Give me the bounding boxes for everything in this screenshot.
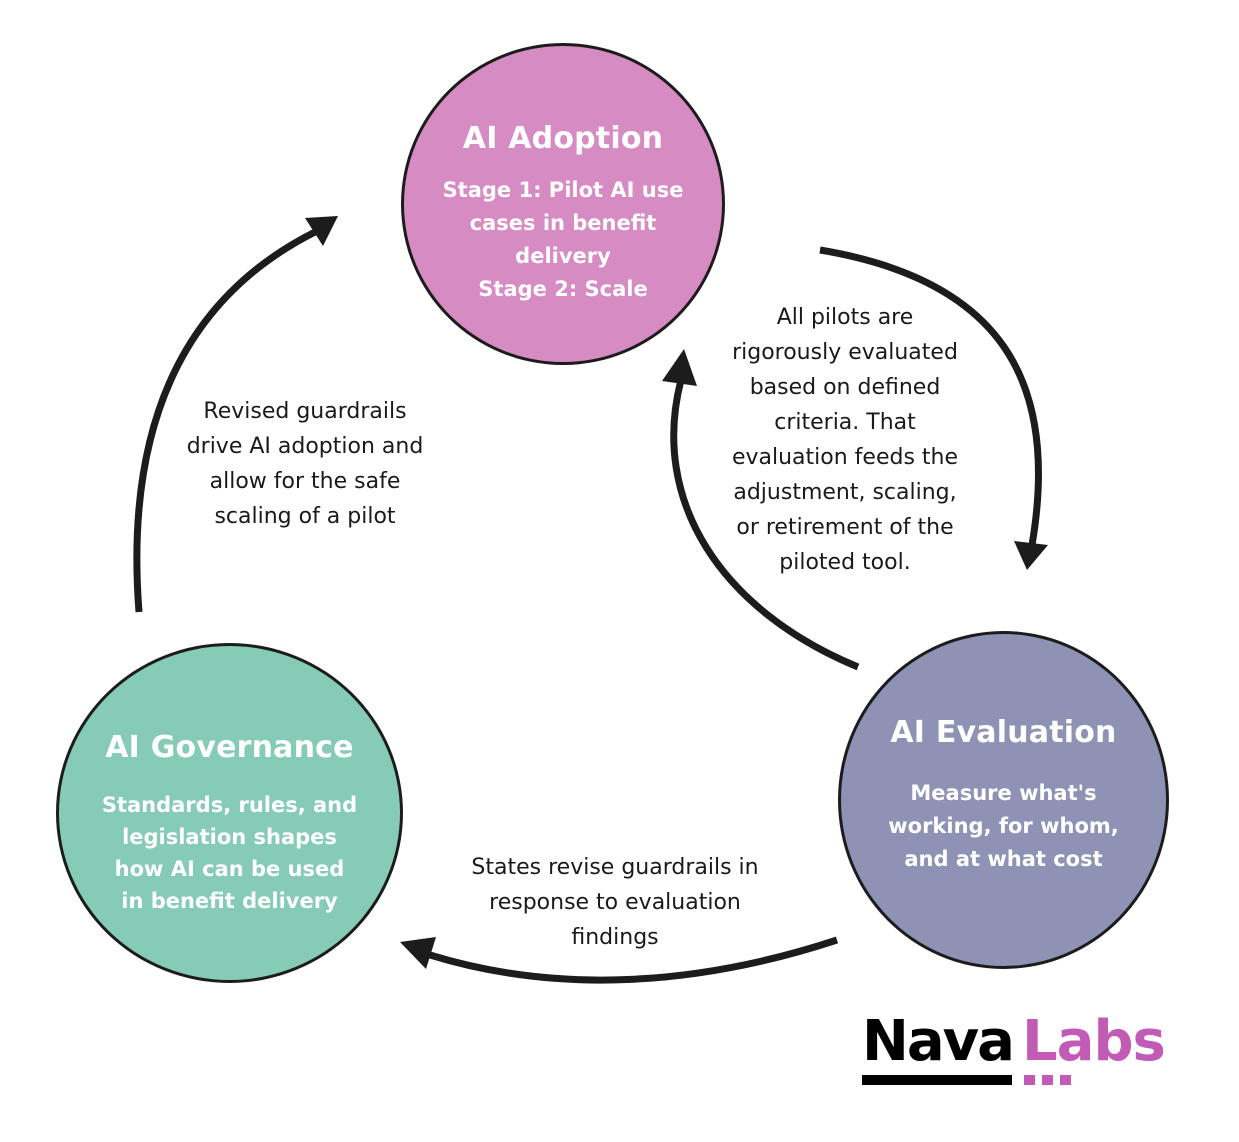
arrowhead-evaluation-to-governance bbox=[400, 937, 436, 969]
logo-word-nava: Nava bbox=[862, 1009, 1015, 1074]
ai-adoption-node: AI Adoption Stage 1: Pilot AI use cases … bbox=[401, 43, 725, 365]
arrow-evaluation-to-governance bbox=[428, 936, 839, 984]
arrow-adoption-to-evaluation bbox=[819, 246, 1042, 546]
logo-underline-bar bbox=[862, 1075, 1012, 1085]
logo-dot bbox=[1024, 1075, 1035, 1085]
arrow-governance-to-adoption bbox=[133, 228, 317, 613]
caption-governance-to-adoption: Revised guardrails drive AI adoption and… bbox=[186, 399, 424, 529]
arrow-evaluation-to-adoption bbox=[670, 379, 860, 671]
ai-adoption-description: Stage 1: Pilot AI use cases in benefit d… bbox=[442, 178, 684, 301]
logo-dot bbox=[1060, 1075, 1071, 1085]
arrowhead-evaluation-to-adoption bbox=[662, 349, 697, 386]
nava-labs-logo: Nava Labs bbox=[862, 1010, 1182, 1090]
ai-governance-description: Standards, rules, and legislation shapes… bbox=[101, 793, 358, 913]
arrowhead-adoption-to-evaluation bbox=[1014, 541, 1048, 570]
ai-governance-title: AI Governance bbox=[105, 730, 354, 765]
ai-evaluation-title: AI Evaluation bbox=[890, 715, 1117, 750]
ai-evaluation-node: AI Evaluation Measure what's working, fo… bbox=[838, 631, 1169, 969]
logo-dot bbox=[1042, 1075, 1053, 1085]
ai-governance-node: AI Governance Standards, rules, and legi… bbox=[56, 643, 403, 983]
caption-evaluation-to-governance: States revise guardrails in response to … bbox=[471, 855, 759, 950]
caption-adoption-to-evaluation: All pilots are rigorously evaluated base… bbox=[731, 305, 959, 575]
ai-adoption-title: AI Adoption bbox=[462, 121, 664, 156]
arrowhead-governance-to-adoption bbox=[305, 216, 338, 246]
ai-evaluation-description: Measure what's working, for whom, and at… bbox=[888, 781, 1119, 871]
logo-word-labs: Labs bbox=[1022, 1009, 1166, 1074]
